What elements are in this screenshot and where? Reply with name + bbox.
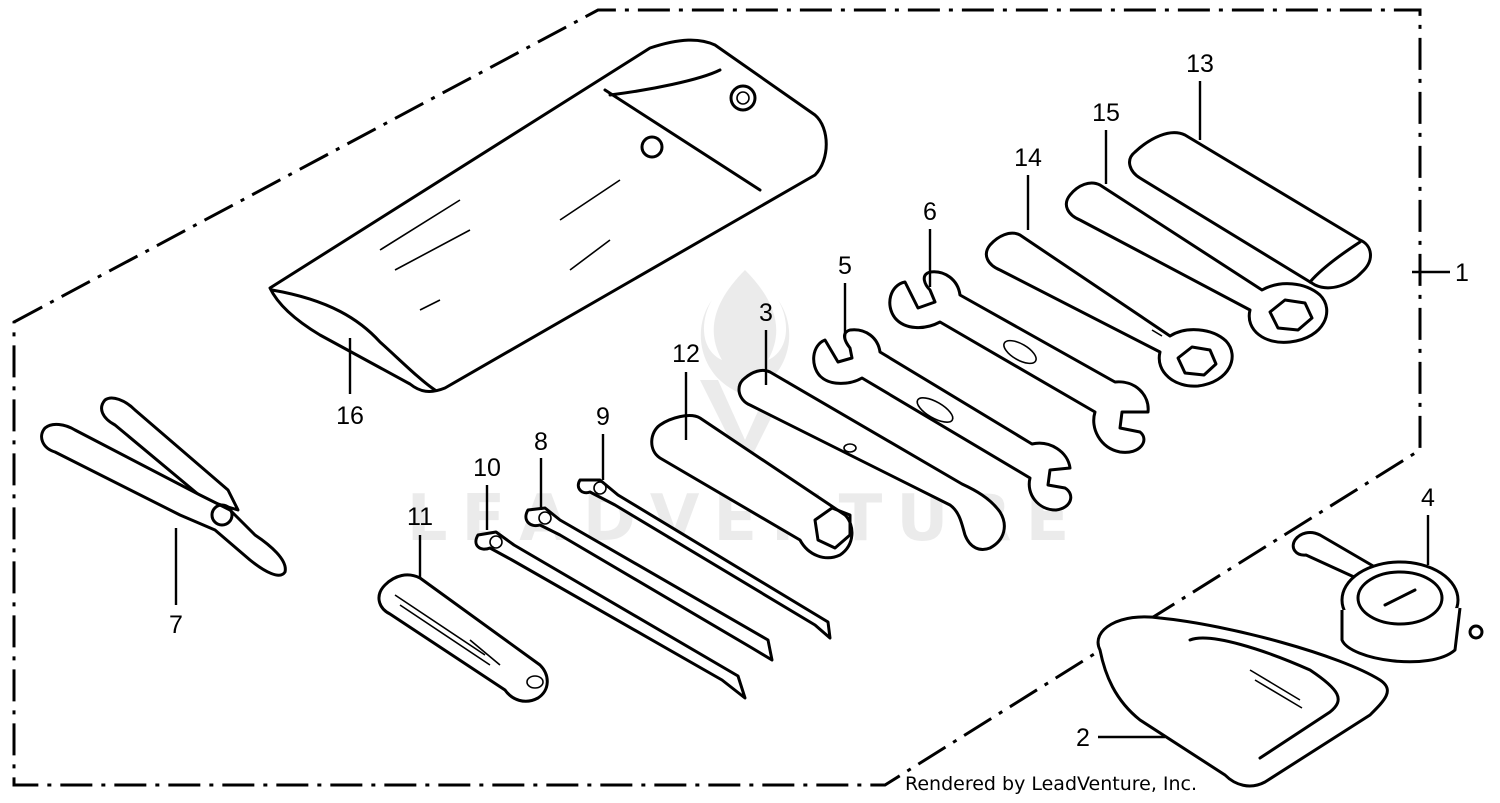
- callout-6: 6: [923, 198, 937, 226]
- screwdriver-handle: [377, 573, 549, 703]
- callout-1: 1: [1455, 259, 1469, 287]
- callout-10: 10: [473, 454, 501, 482]
- gauge-pouch: [1096, 615, 1389, 788]
- screwdriver-blade-b: [524, 506, 774, 662]
- callout-5: 5: [838, 252, 852, 280]
- leader-lines: [174, 81, 1450, 739]
- callout-3: 3: [759, 299, 773, 327]
- callout-9: 9: [596, 403, 610, 431]
- screwdriver-blade-c: [474, 530, 747, 700]
- callout-7: 7: [169, 611, 183, 639]
- tool-bag: [268, 38, 828, 393]
- callout-8: 8: [534, 428, 548, 456]
- open-end-wrench-b: [812, 328, 1073, 512]
- callout-11: 11: [407, 503, 433, 531]
- callout-16: 16: [336, 402, 364, 430]
- kit-boundary-outline: [12, 8, 1422, 787]
- tool-extension-bar: [1128, 131, 1372, 290]
- credit-line: Rendered by LeadVenture, Inc.: [905, 773, 1198, 795]
- callout-13: 13: [1186, 50, 1214, 78]
- box-wrench-large: [1064, 181, 1329, 344]
- pliers: [40, 396, 287, 577]
- tire-pressure-gauge: [1291, 531, 1484, 664]
- callout-4: 4: [1421, 484, 1435, 512]
- callout-14: 14: [1014, 144, 1042, 172]
- box-wrench-small: [984, 231, 1234, 388]
- pin-spanner: [737, 368, 1006, 551]
- spark-plug-socket: [650, 414, 854, 560]
- screwdriver-blade-a: [576, 478, 832, 640]
- callout-15: 15: [1092, 99, 1120, 127]
- callout-2: 2: [1076, 724, 1090, 752]
- callout-12: 12: [672, 340, 700, 368]
